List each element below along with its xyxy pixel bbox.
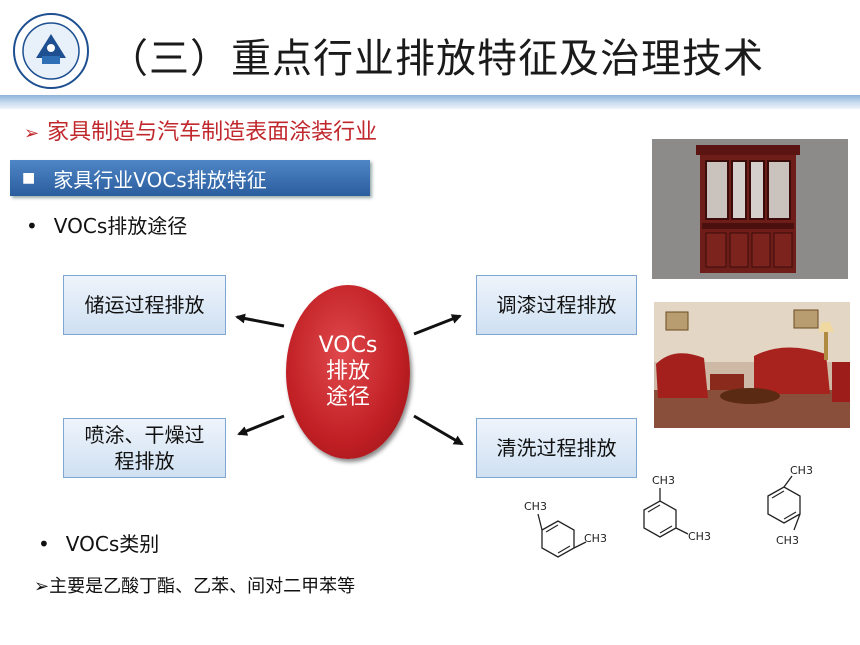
box-line: 清洗过程排放 <box>496 436 617 460</box>
bullet-voc-categories: • VOCs类别 <box>38 528 159 557</box>
center-line: VOCs <box>318 333 378 358</box>
china-cabinet-image <box>652 139 848 279</box>
section-header: ■ 家具行业VOCs排放特征 <box>10 160 370 196</box>
subtitle-text: 家具制造与汽车制造表面涂装行业 <box>47 120 378 145</box>
bullet-emission-paths: • VOCs排放途径 <box>26 210 187 239</box>
ch3-label: CH3 <box>776 534 799 547</box>
arrow-to-spraying <box>237 414 285 436</box>
section-label: 家具行业VOCs排放特征 <box>53 167 267 192</box>
molecule-structure-3: CH3 CH3 <box>767 464 813 547</box>
process-box-cleaning: 清洗过程排放 <box>476 418 637 478</box>
living-room-sofa-image <box>654 302 850 428</box>
bullet-text: VOCs类别 <box>65 532 160 556</box>
subtitle: ➢ 家具制造与汽车制造表面涂装行业 <box>24 114 377 146</box>
process-box-paint-mixing: 调漆过程排放 <box>476 275 637 335</box>
process-box-spraying-drying: 喷涂、干燥过 程排放 <box>63 418 226 478</box>
center-line: 途径 <box>325 385 370 410</box>
ch3-label: CH3 <box>688 530 711 543</box>
ch3-label: CH3 <box>584 532 607 545</box>
box-line: 喷涂、干燥过 <box>84 423 205 447</box>
arrow-bullet-icon: ➢ <box>24 123 40 144</box>
bullet-dot-icon: • <box>38 532 50 556</box>
university-seal-logo <box>13 13 89 89</box>
molecule-structure-2: CH3 CH3 <box>643 474 711 543</box>
bullet-dot-icon: • <box>26 214 38 238</box>
bullet-text: VOCs排放途径 <box>53 214 188 238</box>
ch3-label: CH3 <box>790 464 813 477</box>
page-title: （三）重点行业排放特征及治理技术 <box>108 36 764 82</box>
arrow-to-cleaning <box>413 414 464 446</box>
process-box-storage: 储运过程排放 <box>63 275 226 335</box>
box-line: 储运过程排放 <box>84 293 205 317</box>
title-underline-bar <box>0 95 860 109</box>
voc-examples-note: ➢主要是乙酸丁酯、乙苯、间对二甲苯等 <box>34 576 356 597</box>
center-ellipse-voc-paths: VOCs 排放 途径 <box>286 285 410 459</box>
box-line: 程排放 <box>114 449 175 473</box>
molecule-structure-1: CH3 CH3 <box>524 500 607 558</box>
ch3-label: CH3 <box>652 474 675 487</box>
arrow-to-mixing <box>413 314 462 336</box>
center-line: 排放 <box>325 359 370 384</box>
square-bullet-icon: ■ <box>22 170 36 186</box>
arrow-to-storage <box>235 313 285 328</box>
box-line: 调漆过程排放 <box>496 293 617 317</box>
ch3-label: CH3 <box>524 500 547 513</box>
